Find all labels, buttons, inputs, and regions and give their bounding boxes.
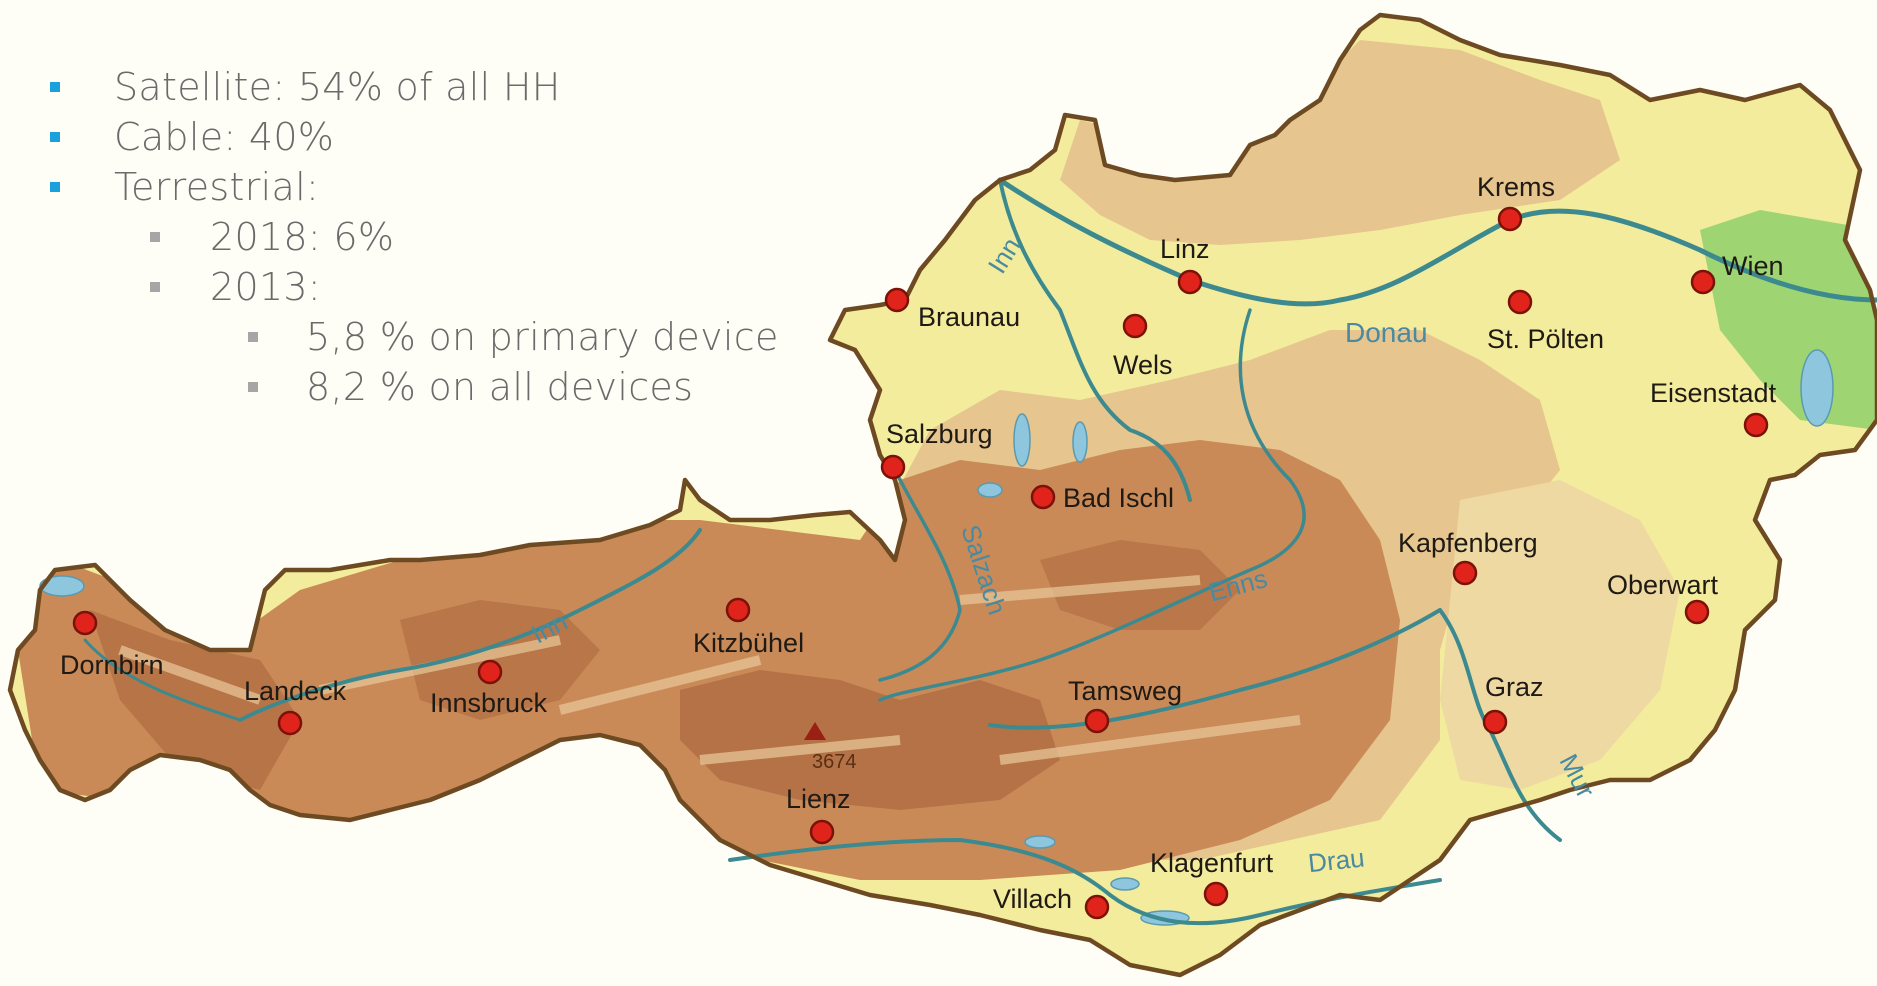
city-dot-kapfenberg <box>1452 560 1478 586</box>
peak-elevation: 3674 <box>812 751 857 773</box>
cities <box>72 206 1769 920</box>
city-label-salzburg: Salzburg <box>886 419 993 449</box>
city-dot-dornbirn <box>72 610 98 636</box>
bullet-text-primary-device: 5,8 % on primary device <box>306 315 779 359</box>
bullet-marker-icon <box>50 82 60 92</box>
bullet-terrestrial: Terrestrial: <box>50 162 779 212</box>
bullet-text-cable: Cable: 40% <box>114 115 335 159</box>
bullet-text-terrestrial: Terrestrial: <box>114 165 320 209</box>
river-donau <box>997 177 1877 307</box>
city-dot-krems <box>1497 206 1523 232</box>
terrain-hills-north <box>1060 40 1620 245</box>
city-label-kapfenberg: Kapfenberg <box>1398 528 1538 558</box>
city-dot-braunau <box>884 287 910 313</box>
city-dot-tamsweg <box>1084 708 1110 734</box>
city-label-linz: Linz <box>1160 234 1210 264</box>
city-labels: Dornbirn Landeck Innsbruck Kitzbühel Bra… <box>60 172 1784 914</box>
terrain-valley-streaks <box>118 575 1301 765</box>
city-dot-linz <box>1177 269 1203 295</box>
bullet-all-devices: 8,2 % on all devices <box>50 362 779 412</box>
city-label-oberwart: Oberwart <box>1607 570 1719 600</box>
bullet-text-2018: 2018: 6% <box>210 215 395 259</box>
city-label-krems: Krems <box>1477 172 1555 202</box>
bullet-text-satellite: Satellite: 54% of all HH <box>114 65 561 109</box>
bullet-marker-icon <box>50 182 60 192</box>
river-enns <box>878 308 1306 702</box>
city-label-braunau: Braunau <box>918 302 1020 332</box>
river-label-drau: Drau <box>1307 842 1366 878</box>
city-label-bad-ischl: Bad Ischl <box>1063 483 1174 513</box>
city-label-villach: Villach <box>993 884 1072 914</box>
river-inn-north <box>998 178 1192 502</box>
terrain-high-alps-tirol <box>400 600 600 720</box>
terrain-alps <box>10 440 1400 880</box>
bullet-text-2013: 2013: <box>210 265 322 309</box>
city-dot-wien <box>1690 269 1716 295</box>
city-label-st-poelten: St. Pölten <box>1487 324 1604 354</box>
bullet-marker-icon <box>50 132 60 142</box>
city-dot-lienz <box>809 819 835 845</box>
bullet-list: Satellite: 54% of all HH Cable: 40% Terr… <box>50 62 779 412</box>
lake-bodensee <box>39 575 85 597</box>
bullet-2013: 2013: <box>50 262 779 312</box>
lake-salzkammergut-1 <box>1013 413 1031 467</box>
city-dot-wels <box>1122 313 1148 339</box>
city-label-kitzbuehel: Kitzbühel <box>693 628 804 658</box>
bullet-marker-icon <box>248 382 258 392</box>
city-label-landeck: Landeck <box>244 676 347 706</box>
city-dot-bad-ischl <box>1030 484 1056 510</box>
river-inn-tirol <box>238 528 702 722</box>
city-label-eisenstadt: Eisenstadt <box>1650 378 1777 408</box>
bullet-2018: 2018: 6% <box>50 212 779 262</box>
lake-ossiacher <box>1110 877 1140 891</box>
lake-millstaetter <box>1024 835 1056 849</box>
river-mur <box>988 608 1562 842</box>
river-label-donau: Donau <box>1345 317 1428 348</box>
city-dot-oberwart <box>1684 599 1710 625</box>
city-dot-eisenstadt <box>1743 412 1769 438</box>
city-dot-landeck <box>277 710 303 736</box>
peak-marker: 3674 <box>804 722 857 773</box>
bullet-marker-icon <box>150 232 160 242</box>
lakes <box>39 349 1834 926</box>
bullet-marker-icon <box>248 332 258 342</box>
city-label-lienz: Lienz <box>786 784 851 814</box>
bullet-satellite: Satellite: 54% of all HH <box>50 62 779 112</box>
city-dot-innsbruck <box>477 659 503 685</box>
city-label-innsbruck: Innsbruck <box>430 688 548 718</box>
city-label-wien: Wien <box>1722 251 1784 281</box>
city-dot-graz <box>1482 709 1508 735</box>
bullet-text-all-devices: 8,2 % on all devices <box>306 365 694 409</box>
river-salzach <box>878 468 962 682</box>
mountain-peak-icon <box>804 722 826 740</box>
city-dot-kitzbuehel <box>725 597 751 623</box>
city-dot-st-poelten <box>1507 289 1533 315</box>
bullet-cable: Cable: 40% <box>50 112 779 162</box>
city-dot-salzburg <box>880 454 906 480</box>
bullet-marker-icon <box>150 282 160 292</box>
city-label-tamsweg: Tamsweg <box>1068 676 1182 706</box>
austria-border <box>7 12 1877 978</box>
city-label-dornbirn: Dornbirn <box>60 650 164 680</box>
city-label-wels: Wels <box>1113 350 1173 380</box>
city-dot-villach <box>1084 894 1110 920</box>
river-ill <box>83 638 242 722</box>
bullet-primary-device: 5,8 % on primary device <box>50 312 779 362</box>
lake-salzkammergut-3 <box>977 482 1003 498</box>
city-label-klagenfurt: Klagenfurt <box>1150 848 1274 878</box>
lake-salzkammergut-2 <box>1072 421 1088 463</box>
city-dot-klagenfurt <box>1203 881 1229 907</box>
city-label-graz: Graz <box>1485 672 1544 702</box>
lake-neusiedl <box>1800 349 1834 427</box>
